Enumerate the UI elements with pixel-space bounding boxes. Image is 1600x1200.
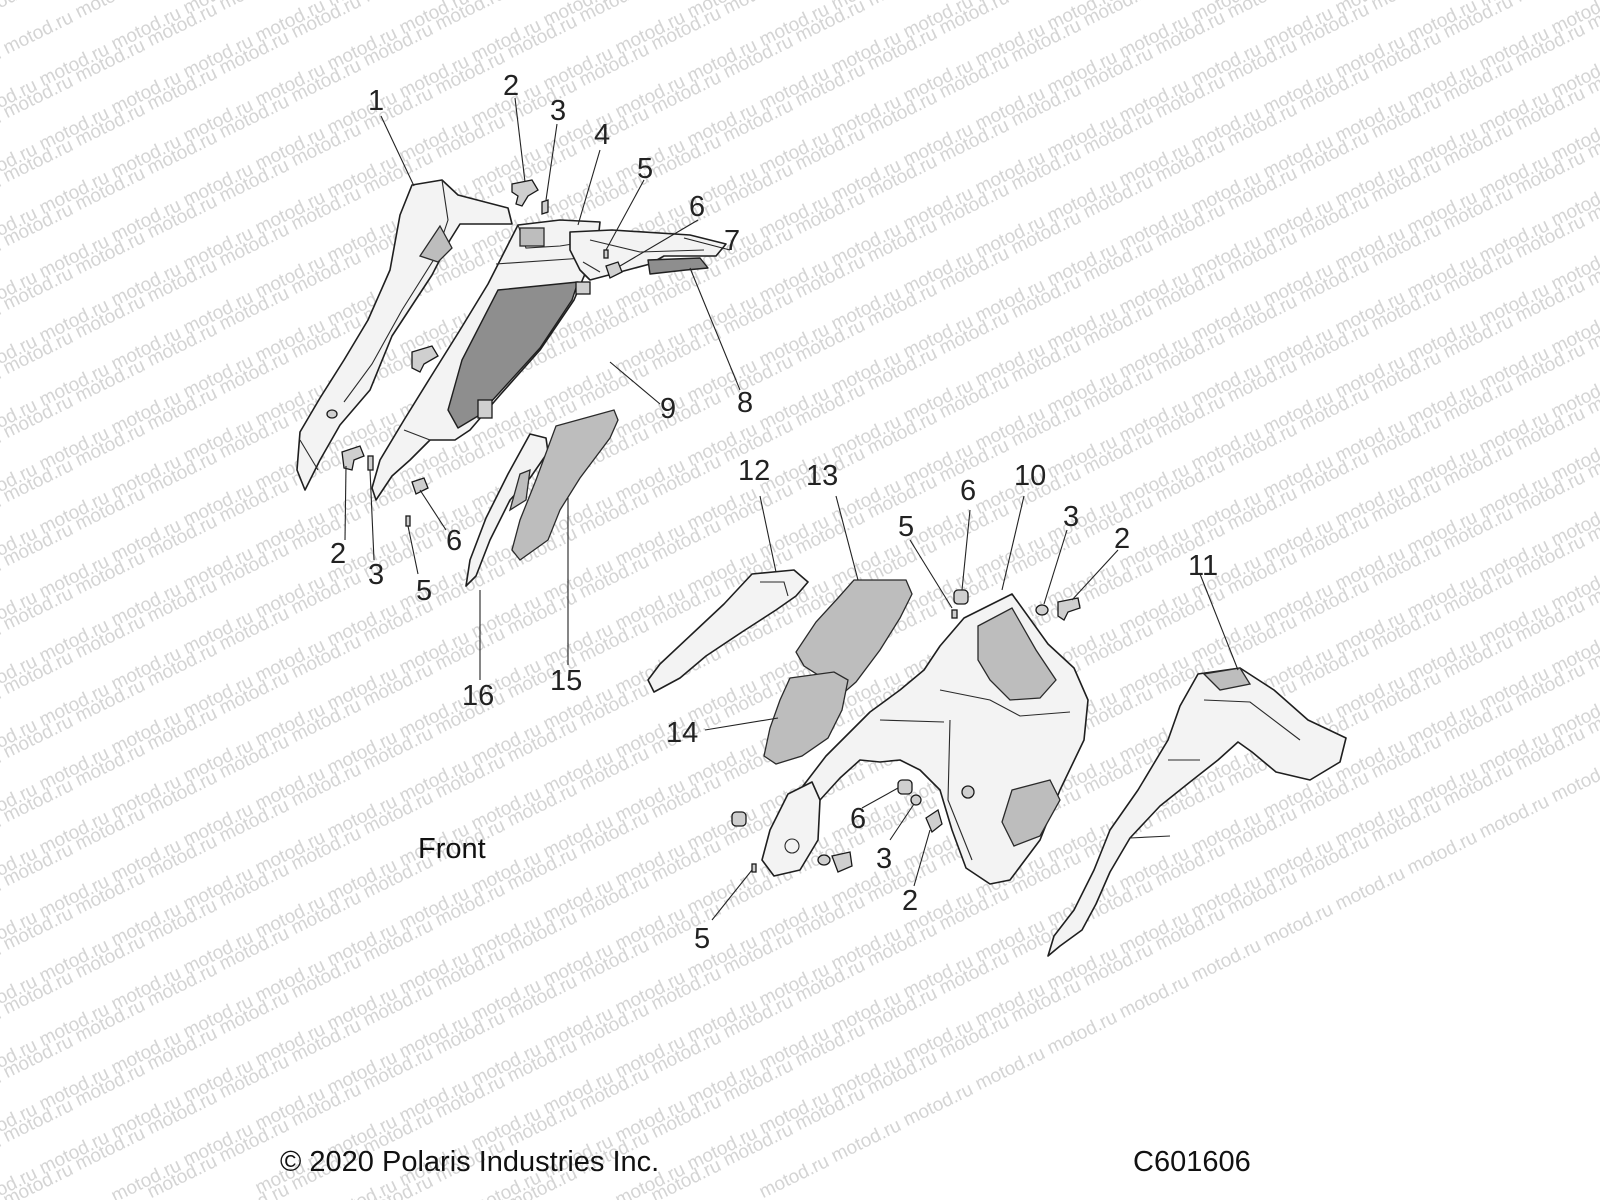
callout-3b: 3 bbox=[368, 559, 384, 591]
callout-7: 7 bbox=[724, 225, 740, 257]
callout-14: 14 bbox=[666, 717, 698, 749]
callout-numbers: 1 2 3 4 5 6 7 8 9 2 3 5 6 16 15 12 13 5 … bbox=[330, 70, 1218, 955]
drawing-number: C601606 bbox=[1133, 1146, 1251, 1178]
callout-1: 1 bbox=[368, 85, 384, 117]
hardware-fasteners bbox=[341, 179, 1081, 873]
part-10-front-assembly bbox=[761, 593, 1089, 885]
callout-12: 12 bbox=[738, 455, 770, 487]
callout-6b: 6 bbox=[446, 525, 462, 557]
callout-5: 5 bbox=[637, 153, 653, 185]
callout-3d: 3 bbox=[876, 843, 892, 875]
front-orientation-label: Front bbox=[418, 833, 486, 865]
callout-6d: 6 bbox=[850, 803, 866, 835]
callout-10: 10 bbox=[1014, 460, 1046, 492]
callout-13: 13 bbox=[806, 460, 838, 492]
callout-4: 4 bbox=[594, 119, 610, 151]
part-11-right-side-panel bbox=[1047, 667, 1347, 957]
callout-leaders bbox=[344, 97, 1239, 921]
callout-5c: 5 bbox=[898, 511, 914, 543]
callout-6: 6 bbox=[689, 191, 705, 223]
callout-2: 2 bbox=[503, 70, 519, 102]
callout-15: 15 bbox=[550, 665, 582, 697]
part-15-large-pad bbox=[511, 409, 619, 561]
part-4-inner-panel bbox=[371, 219, 601, 501]
callout-2c: 2 bbox=[1114, 523, 1130, 555]
callout-2b: 2 bbox=[330, 538, 346, 570]
part-7-8-side-trim bbox=[569, 229, 727, 281]
part-1-left-side-panel bbox=[296, 179, 513, 491]
callout-8: 8 bbox=[737, 387, 753, 419]
callout-11: 11 bbox=[1188, 550, 1218, 582]
callout-2d: 2 bbox=[902, 885, 918, 917]
callout-9: 9 bbox=[660, 393, 676, 425]
callout-5d: 5 bbox=[694, 923, 710, 955]
part-12-lower-trim bbox=[647, 569, 809, 693]
callout-16: 16 bbox=[462, 680, 494, 712]
callout-3c: 3 bbox=[1063, 501, 1079, 533]
callout-3: 3 bbox=[550, 95, 566, 127]
callout-6c: 6 bbox=[960, 475, 976, 507]
callout-5b: 5 bbox=[416, 575, 432, 607]
copyright-notice: © 2020 Polaris Industries Inc. bbox=[280, 1146, 660, 1178]
